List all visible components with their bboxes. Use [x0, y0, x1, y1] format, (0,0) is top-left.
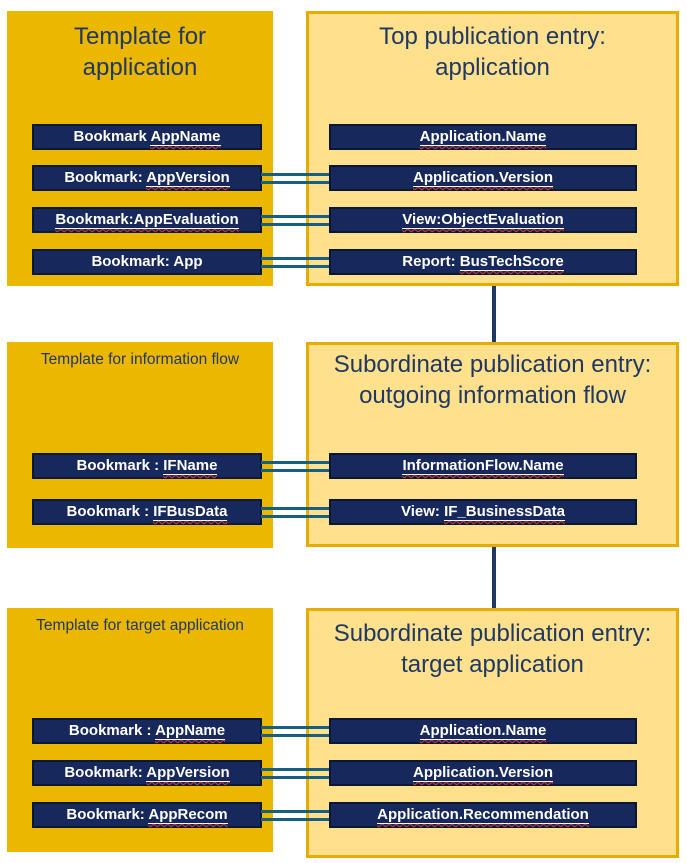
bar-text-prefix: Bookmark :: [66, 503, 154, 520]
mapping-connector: [261, 726, 329, 737]
publication-field-bar: Application.Recommendation: [329, 802, 637, 828]
mapping-connector: [261, 215, 329, 226]
bar-text-link: Application.Version: [412, 169, 554, 187]
title-line: Template for information flow: [40, 351, 240, 368]
bookmark-bar: Bookmark AppName: [32, 124, 262, 150]
connector-line: [261, 776, 329, 779]
bar-text-prefix: Bookmark :: [68, 722, 156, 739]
bar-text-link: AppName: [155, 722, 226, 740]
connector-line: [261, 181, 329, 184]
bar-text-link: Application.Name: [419, 128, 547, 146]
title-line: application: [82, 54, 198, 81]
publication-field-bar: Application.Version: [329, 760, 637, 786]
bar-text-link: AppVersion: [146, 169, 230, 187]
connector-line: [261, 461, 329, 464]
connector-line: [261, 734, 329, 737]
bar-text-prefix: Bookmark:: [66, 806, 149, 823]
connector-line: [261, 257, 329, 260]
mapping-connector: [261, 173, 329, 184]
mapping-connector: [261, 810, 329, 821]
title-line: Top publication entry:: [379, 23, 606, 50]
title-line: target application: [401, 651, 584, 678]
connector-line: [261, 810, 329, 813]
bar-text-link: AppRecom: [148, 806, 228, 824]
publication-box-outgoing-information-flow: Subordinate publication entry: outgoing …: [306, 342, 679, 547]
publication-field-bar: Report: BusTechScore: [329, 249, 637, 275]
bar-text-link: AppVersion: [146, 764, 230, 782]
title-line: Template for: [73, 23, 207, 50]
connector-line: [261, 223, 329, 226]
bookmark-bar: Bookmark : IFBusData: [32, 499, 262, 525]
bar-text-link: Application.Name: [419, 722, 547, 740]
template-box-information-flow: Template for information flow Bookmark :…: [7, 342, 273, 548]
bar-text-prefix: Bookmark: [73, 128, 151, 145]
publication-field-bar: Application.Name: [329, 124, 637, 150]
connector-line: [261, 818, 329, 821]
bookmark-bar: Bookmark: AppRecom: [32, 802, 262, 828]
title-line: outgoing information flow: [359, 382, 626, 409]
title-line: Template for target application: [36, 617, 244, 634]
connector-line: [261, 515, 329, 518]
bar-text-link: View:ObjectEvaluation: [402, 211, 564, 229]
box-title: Template for application: [7, 21, 273, 83]
bar-text-prefix: Bookmark:: [64, 764, 147, 781]
bookmark-bar: Bookmark : IFName: [32, 453, 262, 479]
bar-text-link: IFName: [163, 457, 218, 475]
publication-box-target-application: Subordinate publication entry: target ap…: [306, 608, 679, 858]
bookmark-bar: Bookmark: AppVersion: [32, 760, 262, 786]
publication-field-bar: InformationFlow.Name: [329, 453, 637, 479]
title-line: Subordinate publication entry:: [333, 620, 652, 647]
bookmark-bar: Bookmark:AppEvaluation: [32, 207, 262, 233]
template-box-target-application: Template for target application Bookmark…: [7, 608, 273, 852]
publication-field-bar: Application.Version: [329, 165, 637, 191]
mapping-connector: [261, 768, 329, 779]
box-title: Template for target application: [7, 616, 273, 636]
publication-field-bar: Application.Name: [329, 718, 637, 744]
connector-line: [261, 768, 329, 771]
connector-line: [261, 726, 329, 729]
bar-text-link: Application.Version: [412, 764, 554, 782]
bar-text-link: AppName: [150, 128, 221, 146]
connector-line: [261, 265, 329, 268]
box-title: Top publication entry: application: [309, 21, 676, 83]
bar-text-prefix: Bookmark:: [64, 169, 147, 186]
bar-text-link: InformationFlow.Name: [402, 457, 564, 475]
bar-text-prefix: Bookmark :: [76, 457, 164, 474]
publication-box-application: Top publication entry: application Appli…: [306, 11, 679, 286]
publication-field-bar: View: IF_BusinessData: [329, 499, 637, 525]
bar-text-link: Application.Recommendation: [377, 806, 589, 824]
publication-field-bar: View:ObjectEvaluation: [329, 207, 637, 233]
connector-line: [261, 507, 329, 510]
connector-line: [261, 469, 329, 472]
title-line: application: [435, 54, 550, 81]
bookmark-bar: Bookmark : AppName: [32, 718, 262, 744]
bookmark-bar: Bookmark: AppVersion: [32, 165, 262, 191]
box-title: Subordinate publication entry: target ap…: [309, 618, 676, 680]
mapping-connector: [261, 257, 329, 268]
bar-text-link: Bookmark:AppEvaluation: [55, 211, 239, 229]
connector-line: [261, 215, 329, 218]
bookmark-bar: Bookmark: App: [32, 249, 262, 275]
hierarchy-line: [492, 286, 496, 342]
box-title: Template for information flow: [7, 350, 273, 370]
bar-text-link: BusTechScore: [459, 253, 564, 271]
hierarchy-line: [492, 547, 496, 608]
bar-text-prefix: View:: [401, 503, 445, 520]
bar-text-prefix: Bookmark: App: [91, 253, 203, 270]
mapping-connector: [261, 461, 329, 472]
mapping-connector: [261, 507, 329, 518]
bar-text-link: IFBusData: [153, 503, 228, 521]
bar-text-link: IF_BusinessData: [444, 503, 565, 521]
bar-text-prefix: Report:: [402, 253, 460, 270]
title-line: Subordinate publication entry:: [333, 351, 652, 378]
box-title: Subordinate publication entry: outgoing …: [309, 349, 676, 411]
connector-line: [261, 173, 329, 176]
template-box-application: Template for application Bookmark AppNam…: [7, 11, 273, 286]
